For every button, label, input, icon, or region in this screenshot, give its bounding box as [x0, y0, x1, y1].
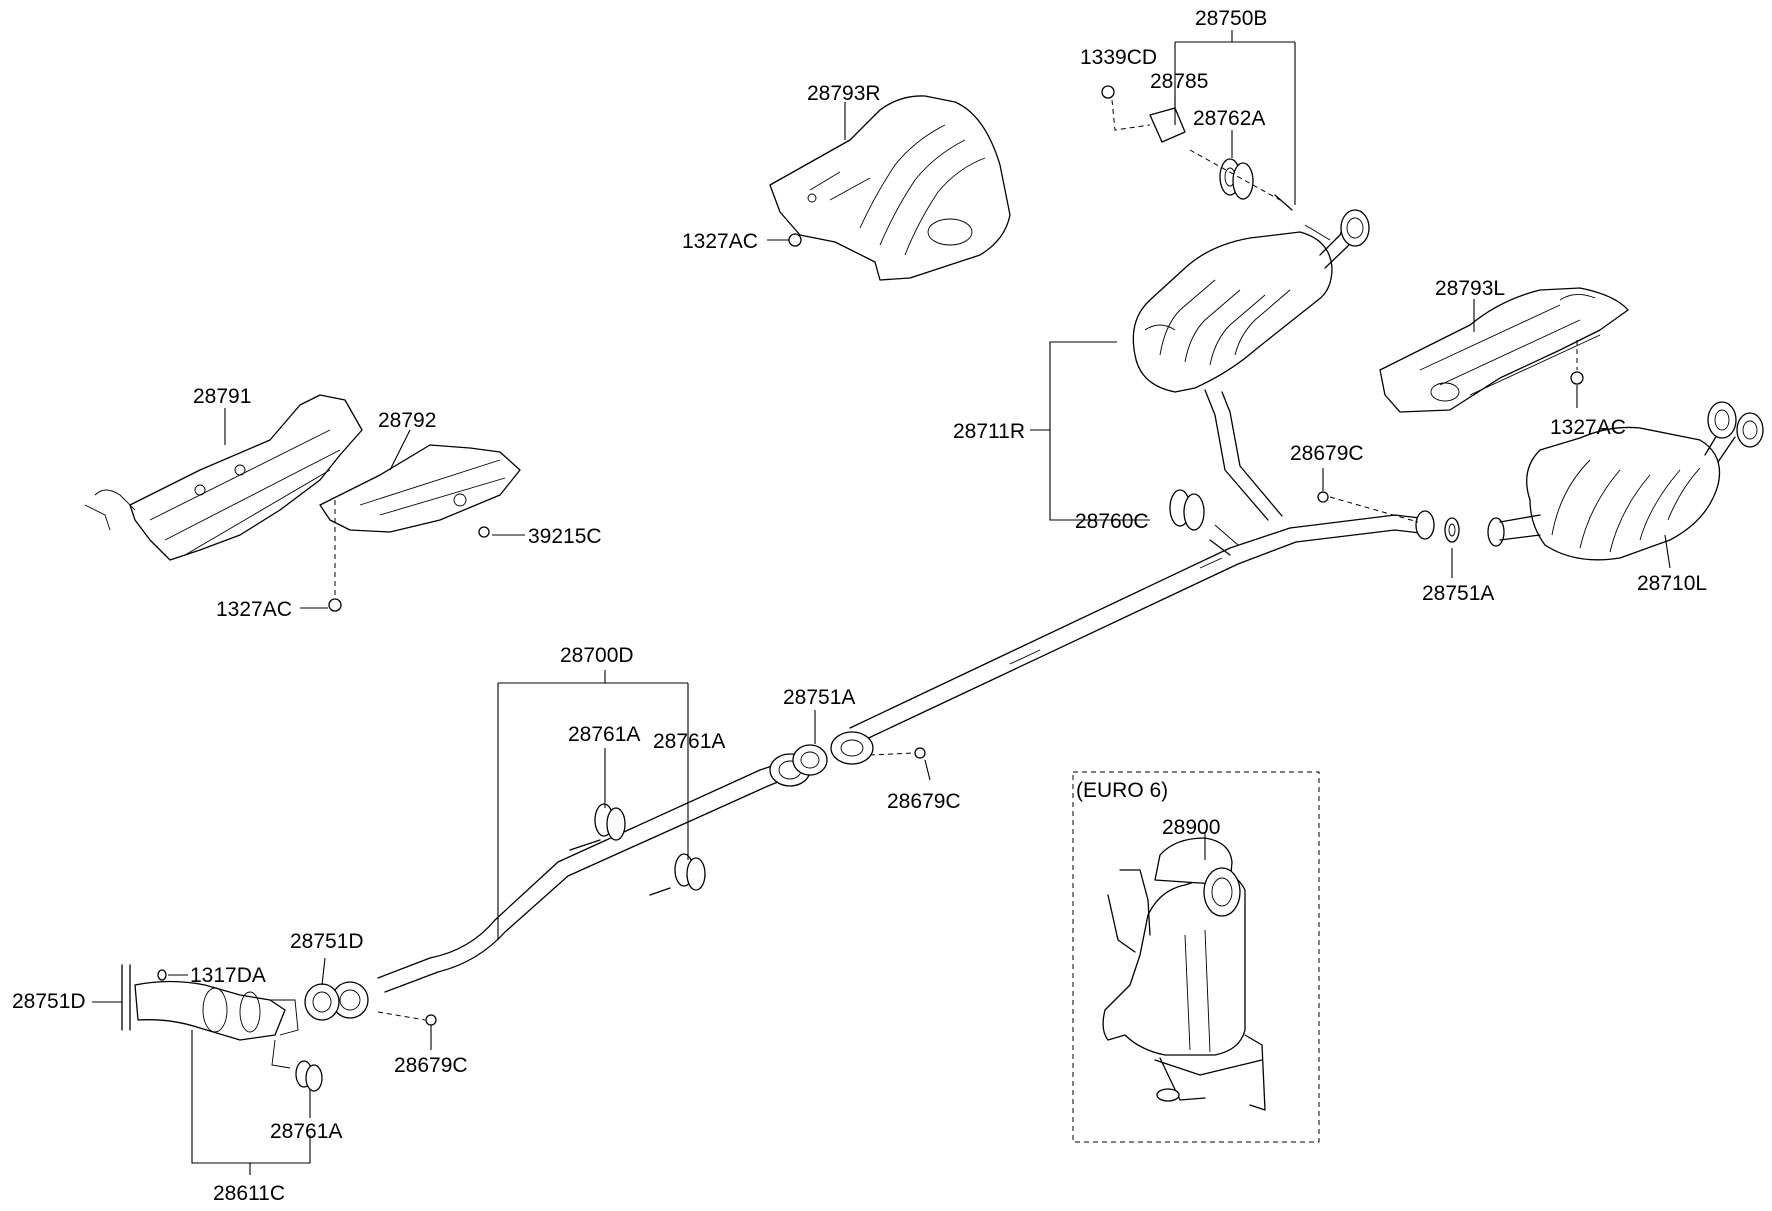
- rear-muffler-right: [1132, 209, 1370, 393]
- label-28751A-mid: 28751A: [783, 686, 855, 709]
- heat-shield-28793L: [1379, 287, 1629, 413]
- label-28751A-right: 28751A: [1422, 582, 1494, 605]
- heat-shield-28791: [84, 394, 363, 561]
- label-28611C: 28611C: [213, 1182, 285, 1205]
- label-28679C-right: 28679C: [1290, 442, 1364, 465]
- leader-lines: [92, 30, 1671, 1175]
- label-28785: 28785: [1150, 70, 1208, 93]
- euro6-inset-box: [1072, 771, 1320, 1143]
- label-28791: 28791: [193, 385, 251, 408]
- label-28751D-gasket: 28751D: [290, 930, 364, 953]
- label-28793L: 28793L: [1435, 277, 1505, 300]
- label-euro6: (EURO 6): [1076, 779, 1168, 802]
- label-28751D-left: 28751D: [12, 990, 86, 1013]
- part-labels: 28750B 1339CD 28785 28762A 28793R 1327AC…: [12, 7, 1707, 1205]
- label-1317DA: 1317DA: [190, 964, 266, 987]
- label-28793R: 28793R: [807, 82, 881, 105]
- heat-shield-28792: [319, 444, 521, 533]
- label-28750B: 28750B: [1195, 7, 1267, 30]
- heat-shield-28793R: [769, 95, 1011, 281]
- front-pipe: [121, 964, 299, 1069]
- label-28679C-bottom: 28679C: [394, 1054, 468, 1077]
- center-pipe-assembly: [377, 389, 1421, 993]
- catalytic-converter-28900: [1102, 837, 1266, 1111]
- label-28762A: 28762A: [1193, 107, 1265, 130]
- label-28700D: 28700D: [560, 644, 634, 667]
- flanges: [304, 510, 1505, 1021]
- label-1327AC-left: 1327AC: [216, 598, 292, 621]
- label-28761A-b: 28761A: [653, 730, 725, 753]
- label-28760C: 28760C: [1075, 510, 1149, 533]
- label-28679C-mid: 28679C: [887, 790, 961, 813]
- label-28711R: 28711R: [953, 420, 1025, 443]
- label-1327AC-top: 1327AC: [682, 230, 758, 253]
- rear-muffler-left: [1499, 401, 1764, 561]
- label-1339CD: 1339CD: [1080, 46, 1157, 69]
- label-28761A-bottom: 28761A: [270, 1120, 342, 1143]
- label-28710L: 28710L: [1637, 572, 1707, 595]
- label-28761A-a: 28761A: [568, 723, 640, 746]
- label-39215C: 39215C: [528, 525, 602, 548]
- label-1327AC-right: 1327AC: [1550, 416, 1626, 439]
- label-28900: 28900: [1162, 816, 1220, 839]
- small-parts: [295, 85, 1584, 1092]
- label-28792: 28792: [378, 409, 436, 432]
